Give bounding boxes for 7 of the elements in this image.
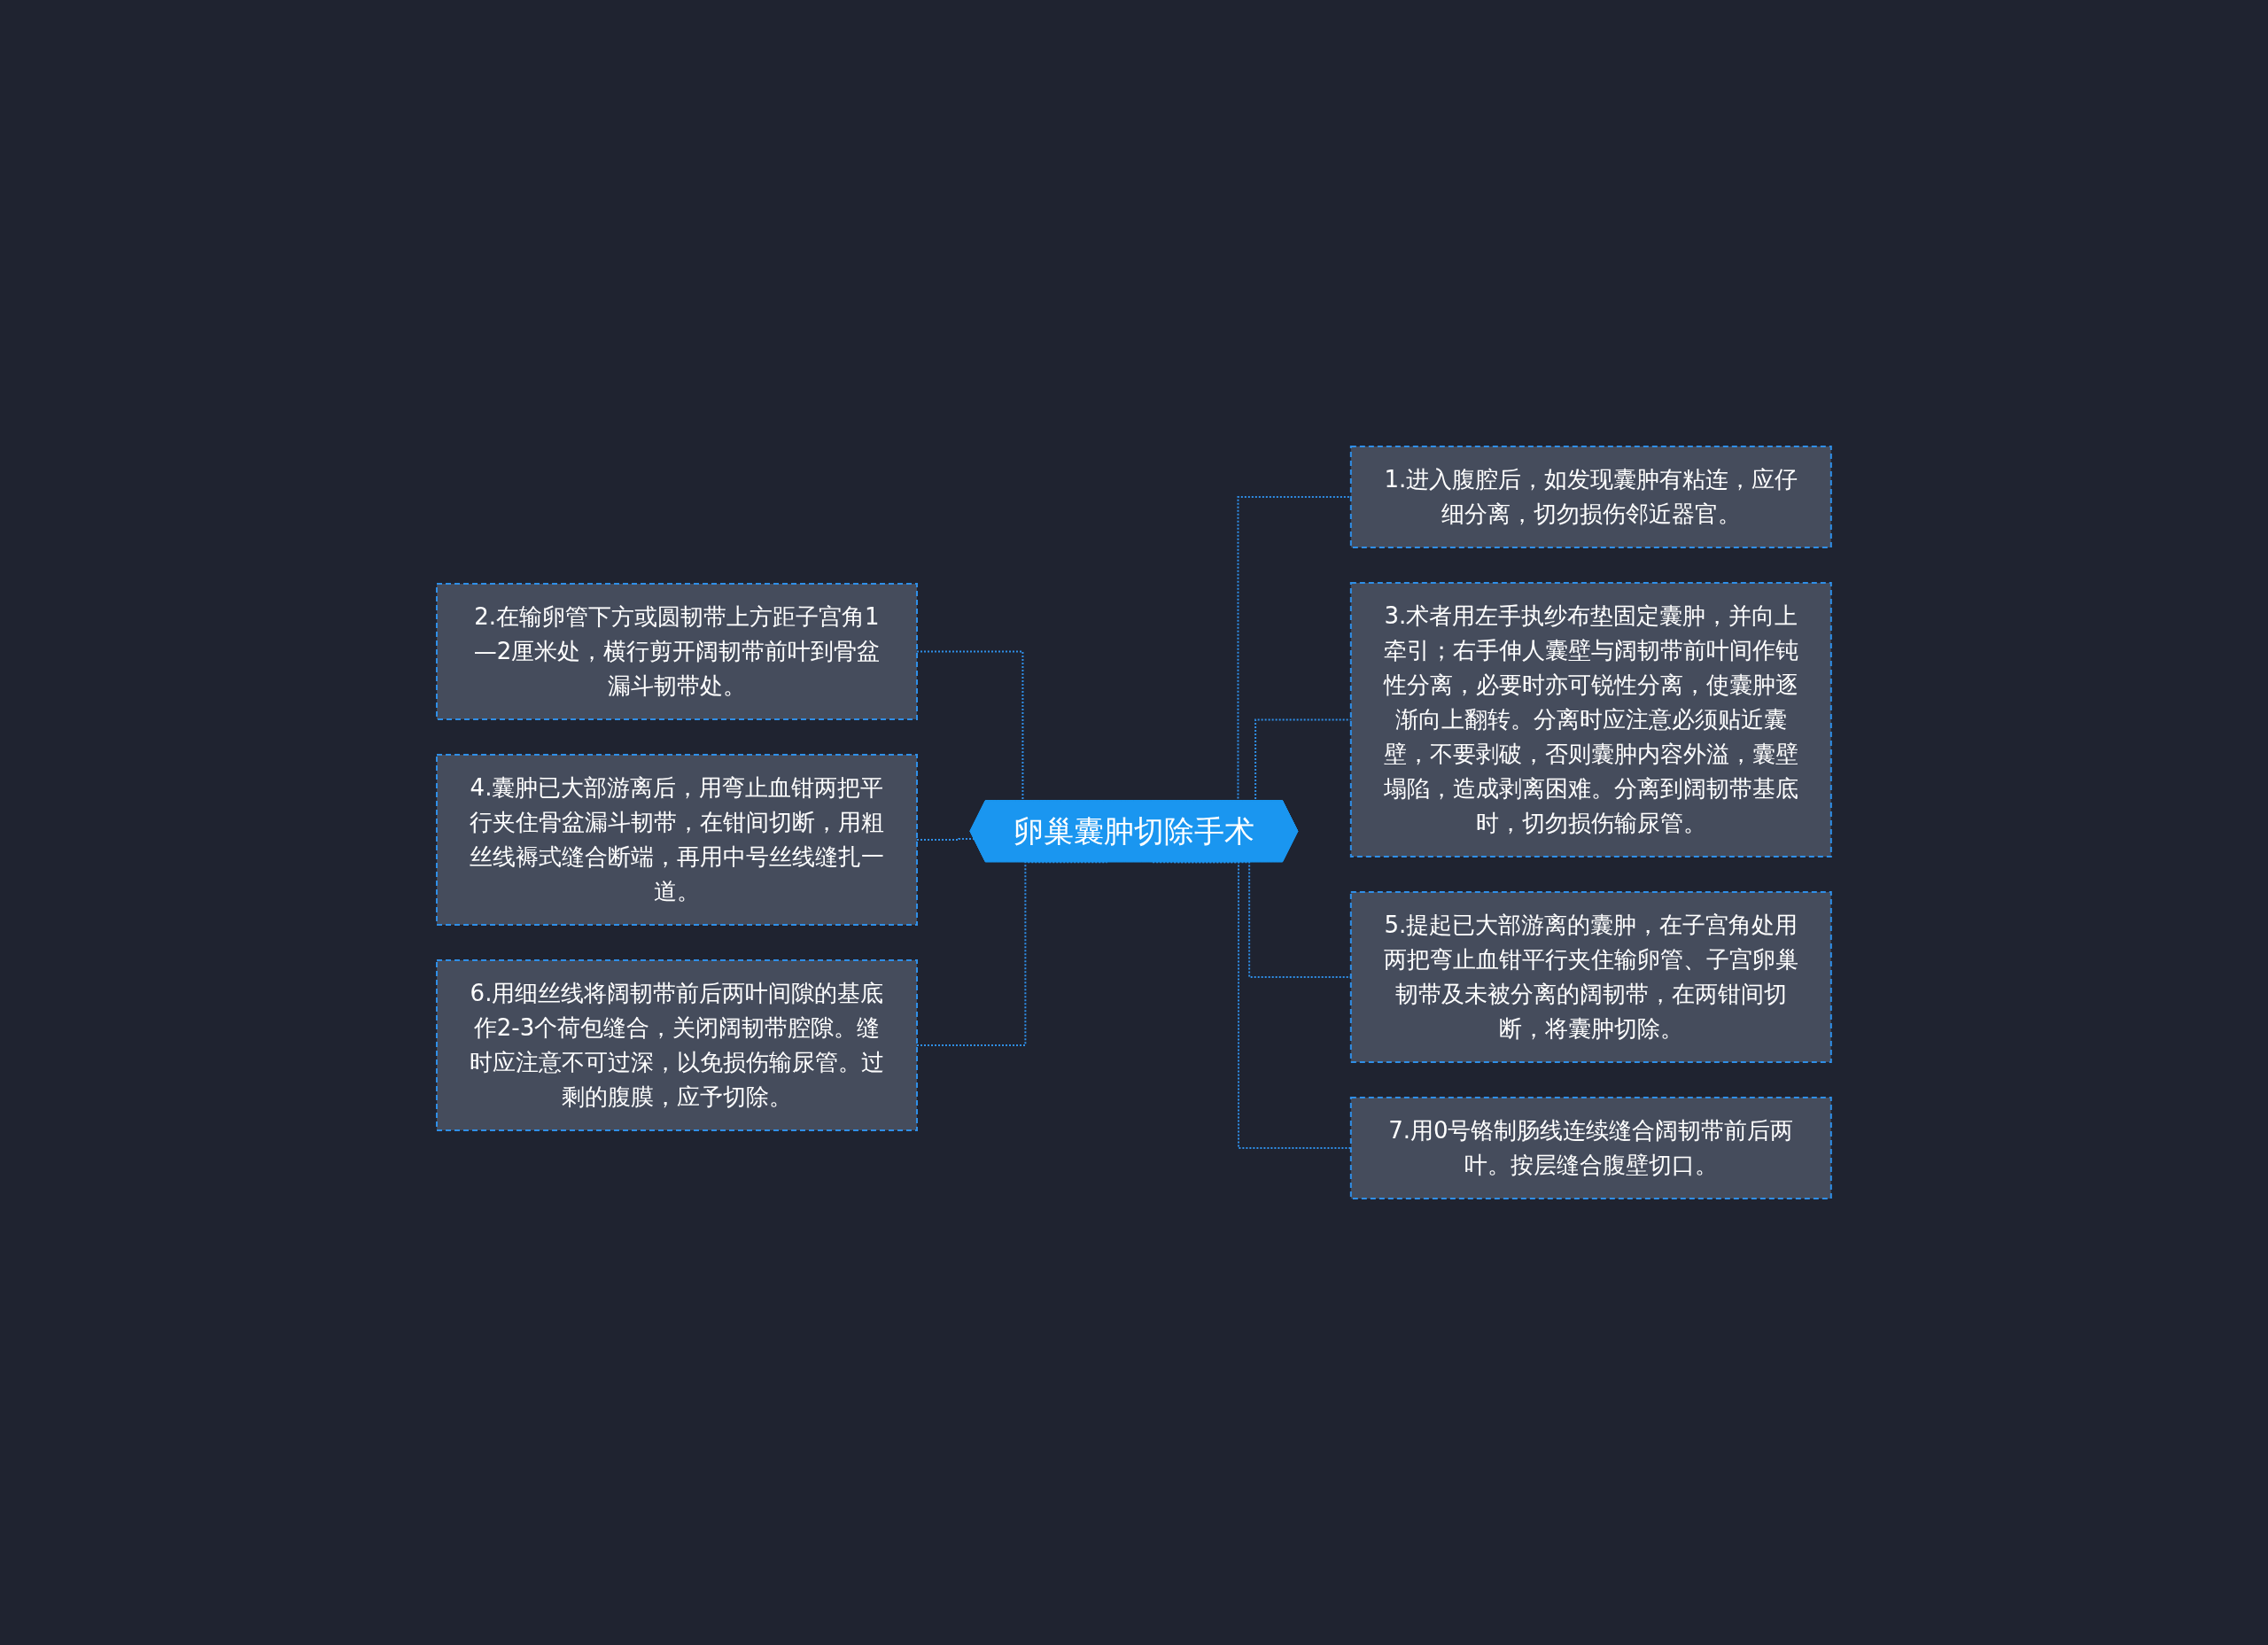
node-box: 4.囊肿已大部游离后，用弯止血钳两把平行夹住骨盆漏斗韧带，在钳间切断，用粗丝线褥式缝合断端，再用中号丝线缝扎一道。 [436, 754, 919, 926]
node-box: 7.用0号铬制肠线连续缝合阔韧带前后两叶。按层缝合腹壁切口。 [1349, 1097, 1832, 1199]
node-box: 6.用细丝线将阔韧带前后两叶间隙的基底作2-3个荷包缝合，关闭阔韧带腔隙。缝时应注意不可过深，以免损伤输尿管。过剩的腹膜，应予切除。 [436, 959, 919, 1131]
node-box: 2.在输卵管下方或圆韧带上方距子宫角1—2厘米处，横行剪开阔韧带前叶到骨盆漏斗韧带处。 [436, 583, 919, 720]
node-box: 1.进入腹腔后，如发现囊肿有粘连，应仔细分离，切勿损伤邻近器官。 [1349, 446, 1832, 548]
node-box: 3.术者用左手执纱布垫固定囊肿，并向上牵引；右手伸人囊壁与阔韧带前叶间作钝性分离，必要时亦可锐性分离，使囊肿逐渐向上翻转。分离时应注意必须贴近囊壁，不要剥破，否则囊肿内容外溢，囊壁塌陷，造成剥离困难。分离到阔韧带基底时，切勿损伤输尿管。 [1349, 582, 1832, 857]
node-box: 5.提起已大部游离的囊肿，在子宫角处用两把弯止血钳平行夹住输卵管、子宫卵巢韧带及未被分离的阔韧带，在两钳间切断，将囊肿切除。 [1349, 891, 1832, 1063]
